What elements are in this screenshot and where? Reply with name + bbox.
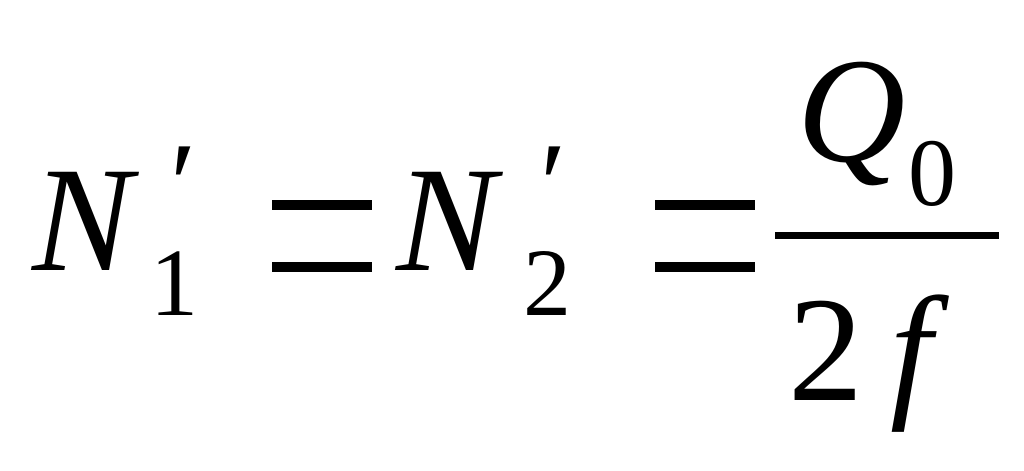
lhs-prime: ′ — [170, 118, 197, 251]
equals-sign-1 — [272, 200, 372, 272]
fraction-bar — [775, 232, 999, 239]
middle-prime: ′ — [540, 118, 567, 251]
middle-symbol: N — [396, 137, 497, 303]
lhs-subscript: 1 — [150, 229, 198, 336]
denominator-coefficient: 2 — [788, 267, 863, 433]
middle-subscript: 2 — [523, 229, 571, 336]
equals-sign-2 — [655, 200, 755, 272]
denominator-symbol: f — [890, 267, 932, 433]
numerator-subscript: 0 — [908, 119, 956, 226]
numerator-symbol: Q — [797, 28, 906, 194]
lhs-symbol: N — [32, 137, 133, 303]
